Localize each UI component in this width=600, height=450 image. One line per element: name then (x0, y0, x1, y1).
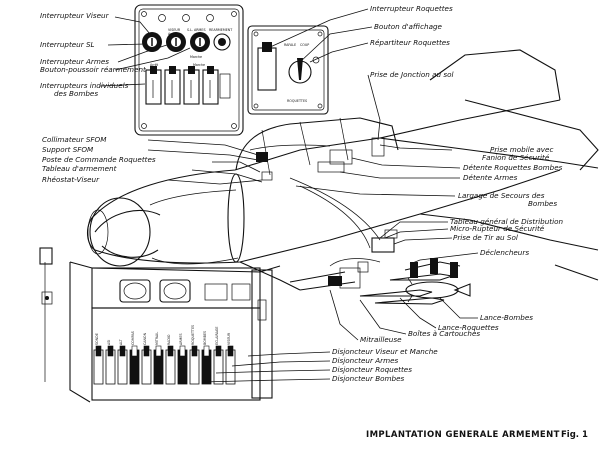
label-interrupteur-armes: Interrupteur Armes (40, 57, 109, 66)
label-des-bombes: des Bombes (54, 89, 98, 98)
breaker-label-0: SONDE (95, 333, 99, 345)
label-lance-roquettes: Lance-Roquettes (438, 323, 499, 332)
breaker-label-1: ASI (107, 340, 111, 345)
panel-sublabel-1: Arrêt (168, 32, 177, 36)
breaker-label-3: COMPAS (131, 331, 135, 345)
rocket-label-coup: COUP (300, 43, 309, 47)
label-bouton-rearmement: Bouton-poussoir réarmement (40, 65, 147, 74)
label-tableau-armement: Tableau d'armement (42, 164, 118, 173)
rocket-label-rafale: RAFALE (284, 43, 296, 47)
label-poste-commande: Poste de Commande Roquettes (42, 155, 156, 164)
breaker-labels: SONDE ASI ALT COMPAS CANON MITRAIL RADIO… (95, 325, 231, 345)
breaker-toggles (93, 345, 236, 385)
breaker-knob (143, 345, 150, 357)
breaker-label-7: ARMES (179, 333, 183, 345)
label-tableau-distribution: Tableau général de Distribution (450, 217, 564, 226)
aircraft-outline (86, 49, 599, 291)
label-group-cockpit: Collimateur SFOM Support SFOM Poste de C… (42, 135, 156, 184)
label-repartiteur-roquettes: Répartiteur Roquettes (370, 38, 450, 47)
breaker-label-5: MITRAIL (155, 332, 159, 345)
label-interrupteurs-individuels: Interrupteurs individuels (40, 81, 129, 90)
breaker-knob (131, 345, 138, 357)
label-mitrailleuse: Mitrailleuse (360, 335, 402, 344)
label-group-breakers: Disjoncteur Viseur et Manche Disjoncteur… (332, 347, 438, 383)
rocket-label-roquettes: ROQUETTES (287, 99, 307, 103)
panel-label-rearmement: REARMEMENT (209, 28, 233, 32)
label-collimateur: Collimateur SFOM (42, 135, 107, 144)
label-declencheurs: Déclencheurs (480, 248, 529, 257)
armes-switch-icon (190, 32, 210, 52)
label-group-top-left: Interrupteur Viseur Interrupteur SL Inte… (40, 11, 147, 98)
label-lance-bombes: Lance-Bombes (480, 313, 533, 322)
rocket-selector-icon (288, 58, 312, 84)
label-group-top-right: Interrupteur Roquettes Bouton d'affichag… (370, 4, 453, 79)
breaker-knob (203, 345, 210, 357)
underwing-stores (359, 258, 471, 305)
label-disjoncteur-viseur: Disjoncteur Viseur et Manche (332, 347, 438, 356)
label-detente-armes: Détente Armes (463, 173, 518, 182)
breaker-label-10: ECLAIRAGE (215, 326, 219, 345)
rocket-control-panel: RAFALE COUP ROQUETTES (247, 25, 329, 115)
breaker-knob (107, 345, 114, 357)
breaker-label-2: ALT (119, 338, 123, 345)
label-rheostat-viseur: Rhéostat-Viseur (42, 175, 100, 184)
breaker-knob (227, 345, 234, 357)
breaker-knob (155, 345, 162, 357)
label-boites-cartouches: Boîtes à Cartouches (408, 329, 480, 338)
breaker-label-4: CANON (143, 332, 147, 345)
breaker-knob (95, 345, 102, 357)
label-interrupteur-roquettes: Interrupteur Roquettes (370, 4, 453, 13)
breaker-label-11: VISEUR (227, 332, 231, 345)
panel-label-sl: S.L. (187, 28, 193, 32)
weapons-switch-panel: VISEUR S.L. ARMES REARMEMENT Arrêt March… (134, 4, 244, 136)
breaker-label-8: ROQUETTES (191, 325, 195, 345)
label-interrupteur-viseur: Interrupteur Viseur (40, 11, 110, 20)
label-prise-tir: Prise de Tir au Sol (453, 233, 518, 242)
label-micro-rupteur: Micro-Rupteur de Sécurité (450, 224, 545, 233)
label-bouton-affichage: Bouton d'affichage (374, 22, 443, 31)
panel-sublabel-4: Marche (193, 63, 205, 67)
label-largage-bombes: Bombes (528, 199, 557, 208)
leader-lines (99, 8, 479, 383)
label-group-right: Prise mobile avec Fanion de Sécurité Dét… (450, 145, 564, 257)
rearm-button-icon (213, 33, 231, 51)
figure-caption: IMPLANTATION GENERALE ARMEMENT (366, 430, 560, 440)
breaker-panel: SONDE ASI ALT COMPAS CANON MITRAIL RADIO… (39, 247, 281, 403)
panel-sublabel-3: Arrêt (150, 63, 159, 67)
breaker-knob (215, 345, 222, 357)
breaker-knob (179, 345, 186, 357)
sl-switch-icon (166, 32, 186, 52)
label-support-sfom: Support SFOM (42, 145, 94, 154)
label-prise-mobile: Prise mobile avec (490, 145, 553, 154)
figure-number: Fig. 1 (561, 430, 588, 440)
label-disjoncteur-roquettes: Disjoncteur Roquettes (332, 365, 412, 374)
viseur-switch-icon (142, 32, 162, 52)
breaker-label-9: BOMBES (203, 331, 207, 345)
panel-label-viseur: VISEUR (168, 28, 181, 32)
bomb-switches (145, 66, 231, 105)
label-fanion-securite: Fanion de Sécurité (482, 153, 550, 162)
label-disjoncteur-bombes: Disjoncteur Bombes (332, 374, 405, 383)
breaker-knob (191, 345, 198, 357)
breaker-label-6: RADIO (167, 334, 171, 345)
breaker-knob (167, 345, 174, 357)
gauge-icons (119, 279, 251, 303)
panel-label-armes: ARMES (194, 28, 206, 32)
breaker-knob (119, 345, 126, 357)
panel-sublabel-2: Marche (190, 55, 202, 59)
label-largage-secours: Largage de Secours des (458, 191, 545, 200)
label-interrupteur-sl: Interrupteur SL (40, 40, 95, 49)
label-detente-roquettes: Détente Roquettes Bombes (463, 163, 563, 172)
label-disjoncteur-armes: Disjoncteur Armes (332, 356, 399, 365)
label-group-stores: Lance-Bombes Lance-Roquettes Boîtes à Ca… (360, 313, 533, 344)
label-prise-jonction: Prise de Jonction au sol (370, 70, 453, 79)
